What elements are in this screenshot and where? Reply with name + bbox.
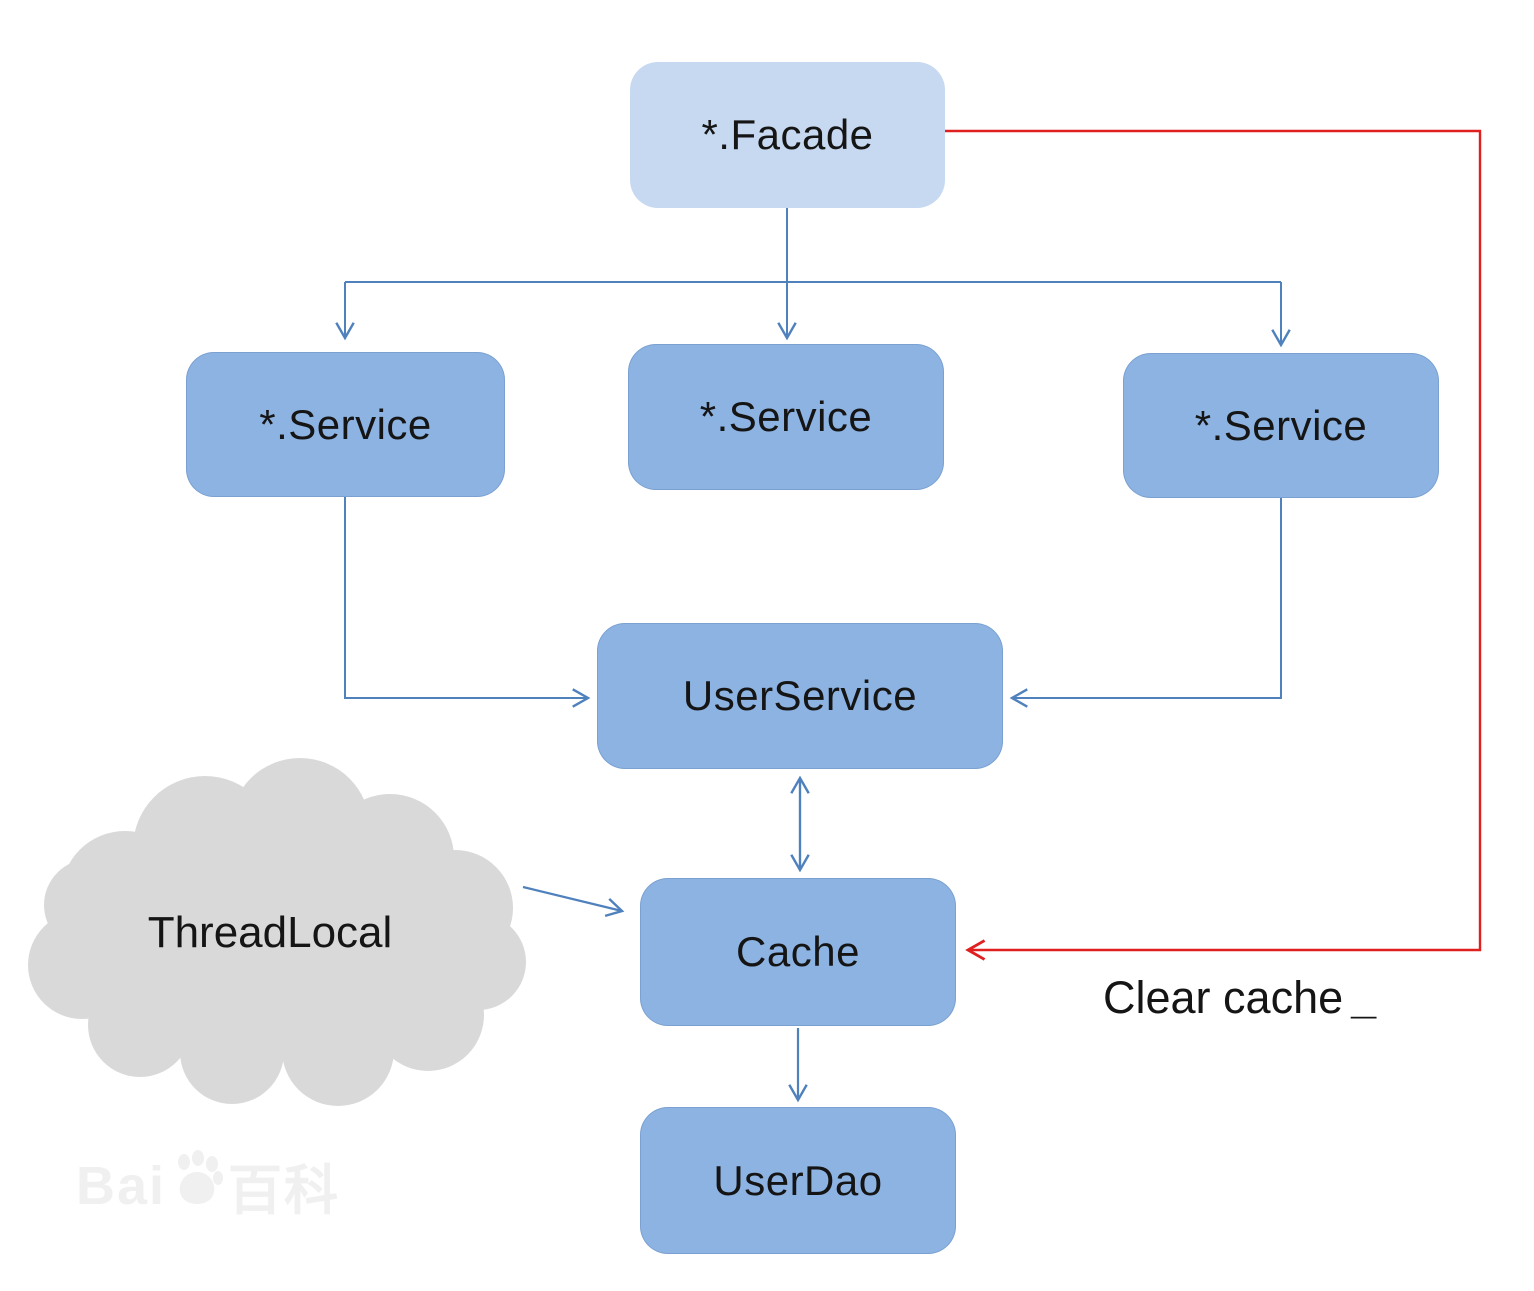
node-service-right: *.Service xyxy=(1123,353,1439,498)
node-user-service-label: UserService xyxy=(682,672,918,719)
clear-cache-cursor-mark: _ xyxy=(1351,972,1377,1023)
arrow-facade-to-cache-clear xyxy=(945,129,1482,961)
node-facade-label: *.Facade xyxy=(701,111,874,158)
watermark-prefix: Bai xyxy=(76,1155,167,1216)
threadlocal-cloud xyxy=(28,758,526,1106)
arrow-threadlocal-to-cache xyxy=(522,885,625,918)
watermark-suffix: 百科 xyxy=(228,1161,341,1221)
node-user-dao-label: UserDao xyxy=(713,1156,883,1204)
baidu-baike-watermark: Bai 百科 xyxy=(76,1146,340,1225)
node-cache-label: Cache xyxy=(736,928,860,975)
node-service-left: *.Service xyxy=(186,352,505,497)
node-user-dao: UserDao xyxy=(640,1107,956,1254)
node-service-mid: *.Service xyxy=(628,344,944,490)
clear-cache-text: Clear cache xyxy=(1103,972,1344,1023)
node-facade: *.Facade xyxy=(630,62,945,208)
arrow-service-right-to-userservice xyxy=(1009,498,1282,708)
node-service-left-label: *.Service xyxy=(259,400,432,448)
node-service-mid-label: *.Service xyxy=(699,393,873,440)
clear-cache-annotation: Clear cache_ xyxy=(1103,972,1376,1024)
node-user-service: UserService xyxy=(597,623,1003,769)
paw-icon xyxy=(178,1149,224,1204)
arrow-service-left-to-userservice xyxy=(344,497,591,708)
threadlocal-label: ThreadLocal xyxy=(147,908,393,957)
node-service-right-label: *.Service xyxy=(1194,401,1368,449)
node-cache: Cache xyxy=(640,878,956,1026)
